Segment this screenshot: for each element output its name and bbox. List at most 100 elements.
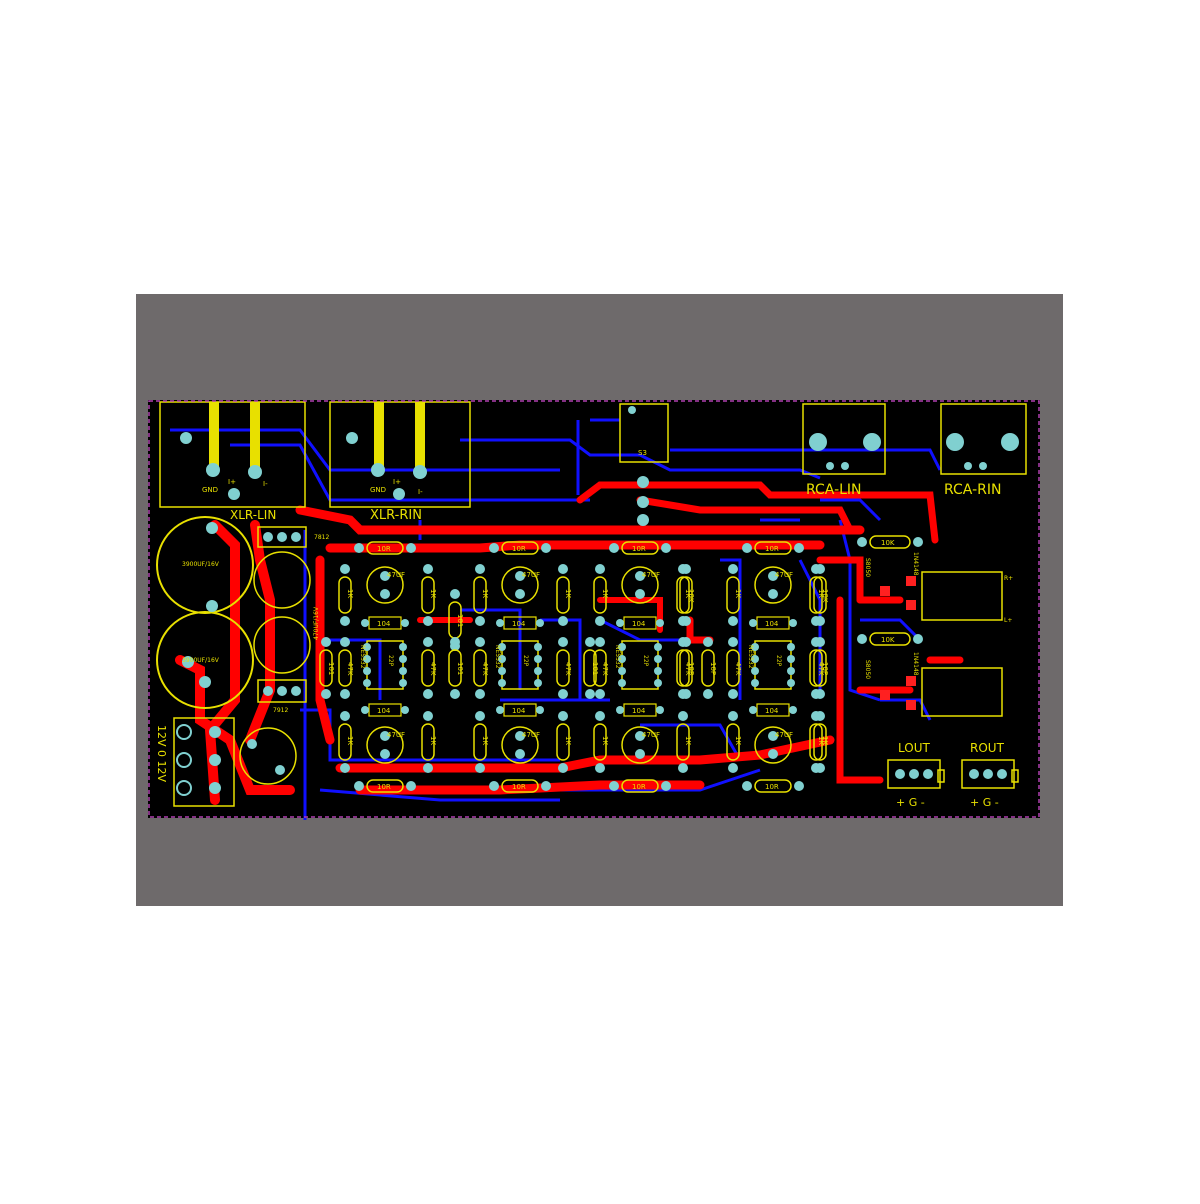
electrolytic-cap-label-4: 47UF (387, 731, 405, 739)
terminal-pad-5 (209, 754, 221, 766)
resistor-pad-12a (340, 711, 350, 721)
electrolytic-cap-label-17: 47UF (522, 731, 540, 739)
relay-top-l-label: L+ (1004, 617, 1012, 624)
resistor-pad-39b (678, 763, 688, 773)
connector-pads (176, 402, 1019, 796)
reg-7912-pad-2 (277, 686, 287, 696)
resistor-label-12: 1K (346, 736, 354, 745)
resistor-label-9: 1K (429, 589, 437, 598)
s3-pad-top (628, 406, 636, 414)
resistor-pad-47a (728, 564, 738, 574)
resistor-label-28: 10R (632, 783, 646, 791)
resistor-pad-21b (475, 616, 485, 626)
resistor-body-50 (809, 649, 823, 687)
r10k-top-pad-2 (913, 537, 923, 547)
opamp-pin-46-r2 (787, 667, 795, 675)
xlr-rin-iminus-label: I- (418, 488, 423, 496)
cap-470uf-top-outline (253, 551, 311, 609)
s3-pad-2 (637, 496, 649, 508)
r10k-bottom-pad-1 (857, 634, 867, 644)
resistor-pad-41b (794, 781, 804, 791)
rca-lin-pad-1 (809, 433, 827, 451)
rout-label: ROUT (970, 741, 1005, 755)
resistor-label-21: 1K (481, 589, 489, 598)
smd-d5 (906, 676, 916, 686)
resistor-pad-59a (681, 637, 691, 647)
lout-pad-2 (909, 769, 919, 779)
resistor-body-47 (726, 576, 740, 614)
rout-pad-2 (983, 769, 993, 779)
resistor-body-14 (501, 541, 539, 555)
resistor-pad-27a (609, 543, 619, 553)
resistor-body-25 (473, 723, 487, 761)
resistor-body-58 (701, 649, 715, 687)
ceramic-cap-label-44: 104 (765, 620, 779, 628)
resistor-body-55 (448, 649, 462, 687)
reg-7812-pad-1 (263, 532, 273, 542)
opamp-cap-label-46: 22P (775, 655, 782, 667)
relay-resistors (857, 535, 923, 646)
resistor-body-9 (421, 576, 435, 614)
r10k-top-body (869, 535, 911, 549)
resistor-body-57 (679, 576, 693, 614)
resistor-pad-22b (558, 616, 568, 626)
resistor-pad-23b (475, 689, 485, 699)
r10k-bottom-body (869, 632, 911, 646)
opamp-pin-7-r1 (399, 655, 407, 663)
relay-top-r-label: R+ (1004, 575, 1013, 582)
resistor-pad-9b (423, 616, 433, 626)
resistor-label-41: 10R (765, 783, 779, 791)
ceramic-cap-pad-6a (361, 706, 369, 714)
smd-d2 (906, 576, 916, 586)
ceramic-cap-pad-32b (656, 706, 664, 714)
electrolytic-cap-outline-30 (621, 726, 659, 764)
xlr-rin-outline (329, 401, 471, 508)
resistor-pad-25a (475, 711, 485, 721)
opamp-pin-20-r1 (534, 655, 542, 663)
smd-d1 (880, 586, 890, 596)
cap-lower-pad-2 (275, 765, 285, 775)
resistor-pad-15b (541, 781, 551, 791)
board-outline (148, 400, 1040, 818)
lout-pad-1 (895, 769, 905, 779)
electrolytic-cap-pad-30b (635, 749, 645, 759)
resistor-pad-34a (595, 564, 605, 574)
rca-rin-outline (940, 403, 1027, 475)
resistor-pad-26b (558, 763, 568, 773)
resistor-label-61: 10P (821, 662, 829, 675)
ceramic-cap-pad-6b (401, 706, 409, 714)
opamp-outline-46 (754, 640, 792, 690)
electrolytic-cap-pad-29a (635, 571, 645, 581)
resistor-label-56: 101 (591, 662, 599, 675)
xlr-lin-gnd-label: GND (202, 486, 218, 494)
opamp-pin-46-r0 (787, 643, 795, 651)
relay-top-outline (921, 571, 1003, 621)
resistor-body-41 (754, 779, 792, 793)
r10k-top-pad-1 (857, 537, 867, 547)
terminal-pad-4 (209, 726, 221, 738)
electrolytic-cap-pad-42b (768, 589, 778, 599)
ceramic-cap-label-45: 104 (765, 707, 779, 715)
cap-3900uf-bottom-outline (156, 611, 254, 709)
resistor-pad-27b (661, 543, 671, 553)
opamp-cap-label-7: 22P (387, 655, 394, 667)
resistor-label-50: 47K (817, 662, 825, 676)
terminal-pad-1 (176, 724, 192, 740)
resistor-body-53 (319, 649, 333, 687)
resistor-body-48 (809, 576, 823, 614)
rca-rin-label: RCA-RIN (944, 482, 1001, 498)
opamp-pin-33-l1 (618, 655, 626, 663)
ceramic-cap-pad-32a (616, 706, 624, 714)
s8050-top-label: S8050 (864, 558, 871, 577)
opamp-cap-label-33: 22P (642, 655, 649, 667)
resistor-pad-56a (585, 637, 595, 647)
resistor-body-34 (593, 576, 607, 614)
electrolytic-cap-outline-17 (501, 726, 539, 764)
electrolytic-cap-outline-4 (366, 726, 404, 764)
resistor-pad-58b (703, 689, 713, 699)
electrolytic-cap-pad-3b (380, 589, 390, 599)
opamp-pin-7-l2 (363, 667, 371, 675)
opamp-pin-7-l0 (363, 643, 371, 651)
